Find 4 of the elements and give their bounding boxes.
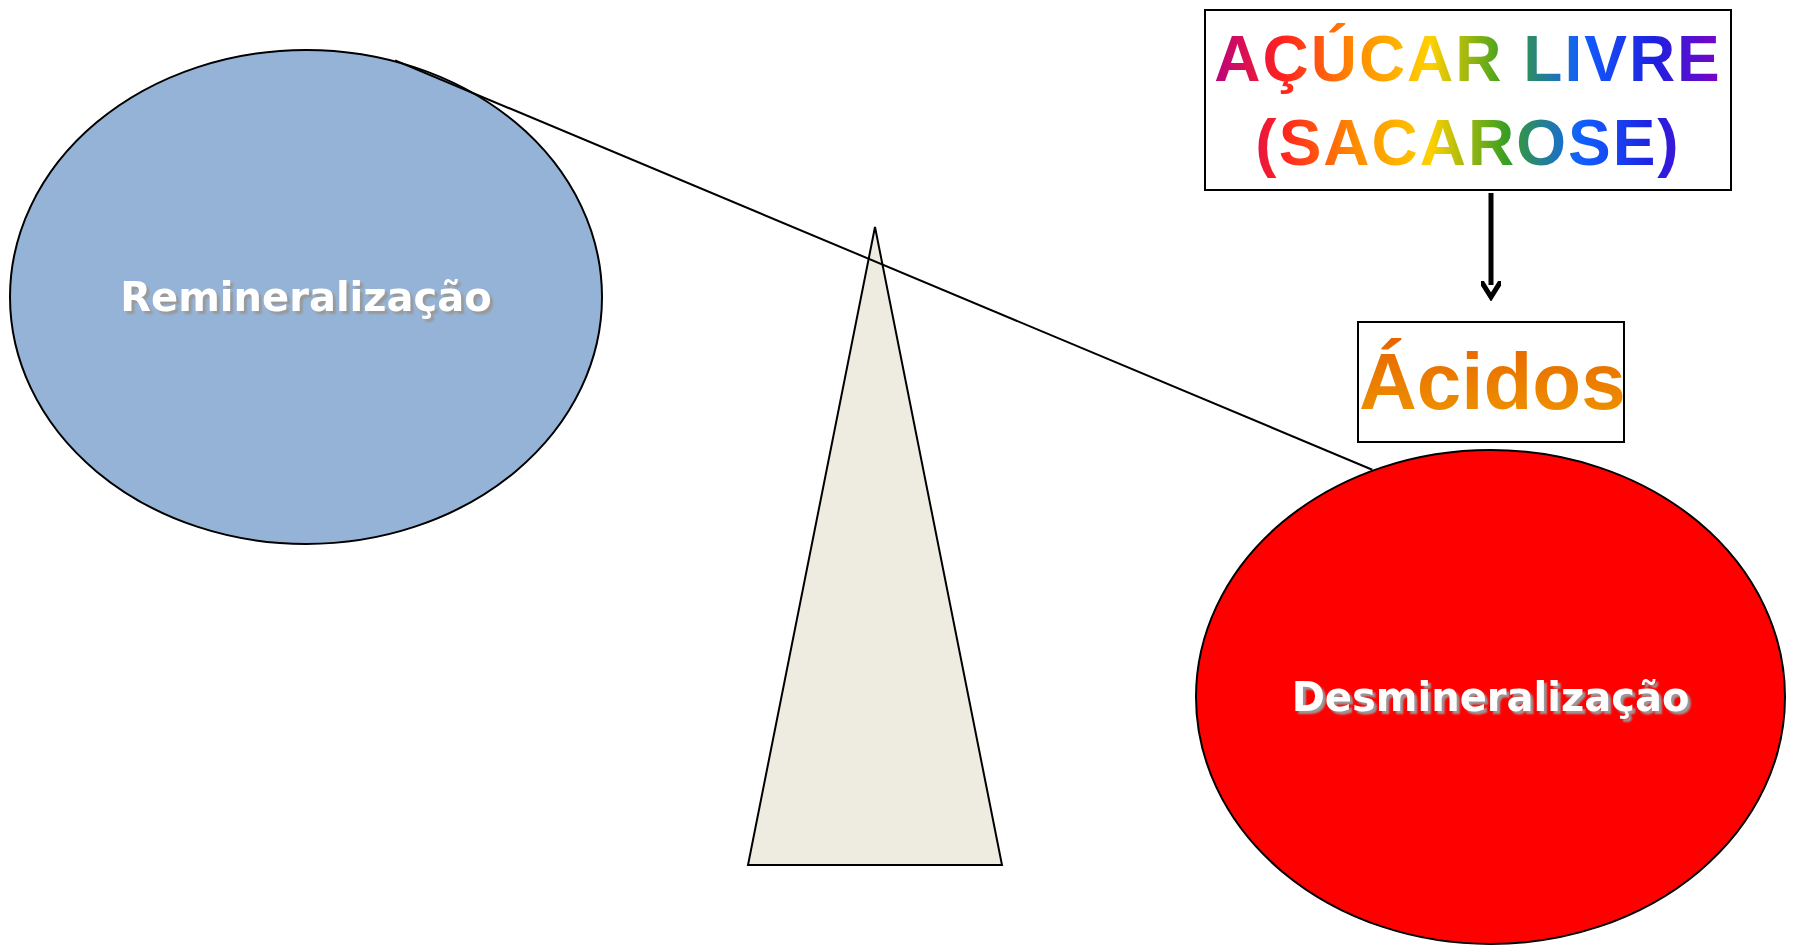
balance-beam-line bbox=[394, 59, 1374, 471]
ellipse-label: Desmineralização bbox=[1290, 674, 1691, 720]
arrow bbox=[1478, 193, 1504, 300]
ellipse-label: Remineralização bbox=[119, 274, 493, 320]
